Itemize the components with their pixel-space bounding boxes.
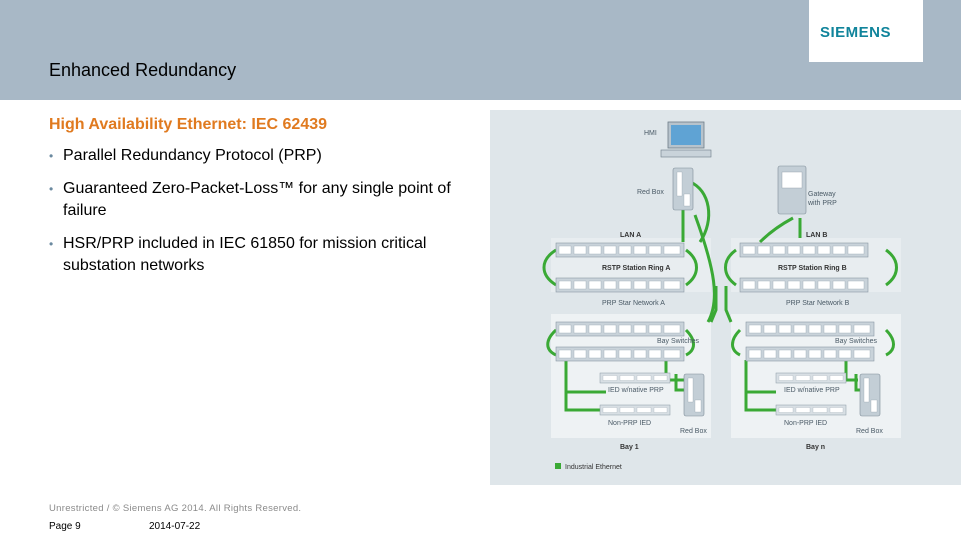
- bullet-dot-icon: •: [49, 149, 54, 163]
- redbox-top-icon: [672, 167, 694, 211]
- hmi-label: HMI: [644, 130, 657, 137]
- bullet-item: • Parallel Redundancy Protocol (PRP): [49, 145, 489, 167]
- bay-n-switch-b: [745, 346, 875, 362]
- star-b-label: PRP Star Network B: [786, 300, 850, 307]
- ring-a-switch-bottom: [555, 277, 685, 293]
- footer-copyright: Unrestricted / © Siemens AG 2014. All Ri…: [49, 503, 302, 514]
- ring-b-switch-top: [739, 242, 869, 258]
- gateway-label-2: with PRP: [807, 200, 837, 207]
- bullet-item: • HSR/PRP included in IEC 61850 for missi…: [49, 233, 489, 277]
- bay-switches-label-1: Bay Switches: [657, 338, 700, 345]
- ring-b-label: RSTP Station Ring B: [778, 265, 847, 272]
- non-prp-ied-label-1: Non-PRP IED: [608, 420, 651, 427]
- ring-a-switch-top: [555, 242, 685, 258]
- bay-n-redbox-icon: [859, 373, 881, 417]
- bay-n-switch-a: [745, 321, 875, 337]
- header-band: SIEMENS Enhanced Redundancy: [0, 0, 961, 100]
- star-a-label: PRP Star Network A: [602, 300, 665, 307]
- page-title: Enhanced Redundancy: [49, 60, 237, 80]
- bay-n-ied-native: [775, 372, 847, 384]
- bay-1-switch-a: [555, 321, 685, 337]
- bullet-text: Guaranteed Zero-Packet-Loss™ for any sin…: [63, 180, 451, 219]
- non-prp-ied-label-n: Non-PRP IED: [784, 420, 827, 427]
- lan-b-label: LAN B: [806, 232, 827, 239]
- bay-n-label: Bay n: [806, 444, 825, 451]
- hmi-icon: [660, 121, 712, 158]
- bay-1-ied-native: [599, 372, 671, 384]
- bay-1-ied-non-prp: [599, 404, 671, 416]
- bay-n-ied-non-prp: [775, 404, 847, 416]
- bullet-text: HSR/PRP included in IEC 61850 for missio…: [63, 235, 427, 274]
- legend-label: Industrial Ethernet: [565, 464, 622, 471]
- bay-1-label: Bay 1: [620, 444, 639, 451]
- ethernet-links: [542, 180, 898, 412]
- ied-native-label-n: IED w/native PRP: [784, 387, 840, 394]
- gateway-icon: [777, 165, 807, 215]
- bay-1-switch-b: [555, 346, 685, 362]
- network-diagram: HMI Red Box Gateway with PRP LAN A LAN B…: [490, 110, 961, 485]
- legend-swatch: [555, 463, 561, 469]
- bullet-item: • Guaranteed Zero-Packet-Loss™ for any si…: [49, 178, 489, 222]
- redbox-top-label: Red Box: [637, 189, 664, 196]
- ied-native-label-1: IED w/native PRP: [608, 387, 664, 394]
- gateway-label-1: Gateway: [808, 191, 836, 198]
- bay-switches-label-n: Bay Switches: [835, 338, 878, 345]
- bay-1-redbox-icon: [683, 373, 705, 417]
- bullet-dot-icon: •: [49, 182, 54, 196]
- lan-a-label: LAN A: [620, 232, 641, 239]
- siemens-logo: SIEMENS: [809, 0, 923, 62]
- ring-a-label: RSTP Station Ring A: [602, 265, 670, 272]
- footer-page-number: Page 9: [49, 521, 81, 532]
- footer-date: 2014-07-22: [149, 521, 201, 532]
- bullet-dot-icon: •: [49, 237, 54, 251]
- bullet-list: • Parallel Redundancy Protocol (PRP) • Gua…: [49, 145, 489, 288]
- section-subtitle: High Availability Ethernet: IEC 62439: [49, 116, 328, 133]
- ring-b-switch-bottom: [739, 277, 869, 293]
- logo-text: SIEMENS: [820, 24, 892, 41]
- bay-n-redbox-label: Red Box: [856, 428, 883, 435]
- bullet-text: Parallel Redundancy Protocol (PRP): [63, 147, 322, 164]
- bay-1-redbox-label: Red Box: [680, 428, 707, 435]
